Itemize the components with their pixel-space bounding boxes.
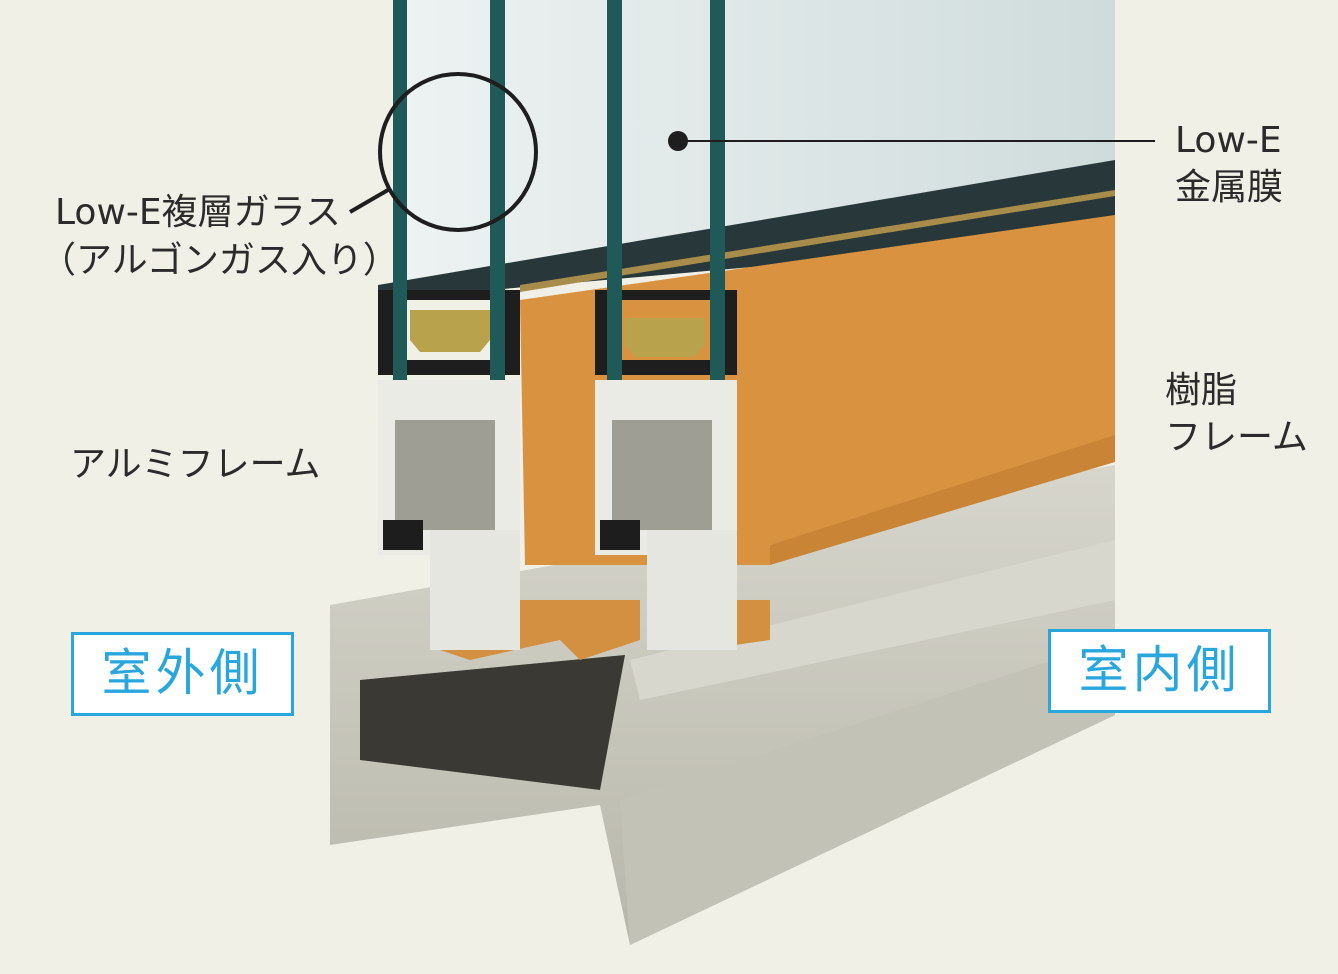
aluminum-frame-label: アルミフレーム <box>70 444 321 485</box>
dark-top-strip <box>378 160 1115 300</box>
aluminum-sash-left <box>378 380 520 650</box>
aluminum-base <box>330 465 1115 945</box>
glass-label-line1: Low-E複層ガラス <box>55 192 341 233</box>
glass-panes <box>393 0 1115 290</box>
spacer-right <box>625 318 705 357</box>
indoor-side-label: 室内側 <box>1048 629 1271 713</box>
glass-leader-line <box>348 188 390 214</box>
outdoor-side-label: 室外側 <box>71 632 294 716</box>
glass-highlight-circle <box>378 72 538 232</box>
lowe-label-line1: Low-E <box>1175 120 1282 161</box>
resin-label-line2: フレーム <box>1165 417 1308 458</box>
lowe-label-line2: 金属膜 <box>1175 167 1284 208</box>
resin-label-line1: 樹脂 <box>1165 370 1238 411</box>
aluminum-sash-right <box>595 380 737 650</box>
glass-label-line2: （アルゴンガス入り） <box>40 240 399 281</box>
spacer-left <box>410 310 490 352</box>
